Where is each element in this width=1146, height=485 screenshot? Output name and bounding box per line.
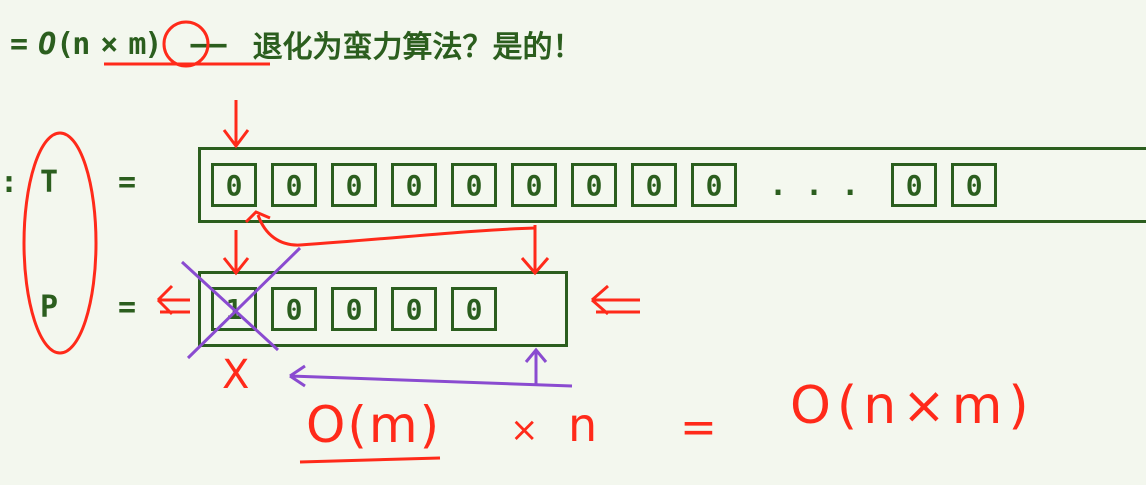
- cost-underline: [299, 456, 441, 464]
- times-circle: [162, 20, 210, 68]
- text-row-label: T: [40, 165, 59, 200]
- text-cell: 0: [271, 163, 317, 207]
- text-cell: 0: [691, 163, 737, 207]
- x-mark-label: X: [222, 352, 250, 398]
- pattern-row-eq: =: [118, 290, 137, 325]
- return-curve-icon: [244, 210, 536, 247]
- text-cell: 0: [891, 163, 938, 207]
- cost-times: ×: [510, 410, 539, 450]
- cost-right: O(n×m): [790, 376, 1035, 436]
- text-cell: 0: [631, 163, 677, 207]
- formula-o: O: [38, 26, 57, 62]
- cost-eq: =: [680, 402, 717, 453]
- pattern-array: 1 0 0 0 0: [198, 271, 568, 347]
- purple-return-arrow-icon: [289, 364, 573, 388]
- text-cell: 0: [451, 163, 497, 207]
- pattern-cell: 0: [451, 287, 497, 331]
- pattern-cell: 0: [391, 287, 437, 331]
- formula-times: ×: [100, 26, 119, 62]
- text-cell: 0: [571, 163, 617, 207]
- formula-eq: =: [10, 26, 29, 62]
- formula-line: = O ( n × m ) —— 退化为蛮力算法？是的！: [10, 22, 583, 66]
- cost-left: O(m): [306, 396, 442, 454]
- formula-question: 退化为蛮力算法？是的！: [252, 30, 583, 65]
- pattern-cell: 0: [271, 287, 317, 331]
- pattern-cell: 0: [331, 287, 377, 331]
- down-arrow-p-first-icon: [222, 230, 250, 276]
- left-arrow-right-icon: [591, 284, 640, 316]
- cross-mark-icon: [180, 246, 302, 360]
- left-arrow-p-icon: [156, 284, 190, 316]
- pattern-row-label: P: [40, 290, 59, 325]
- text-cell: 0: [951, 163, 998, 207]
- down-arrow-p-last-icon: [520, 225, 550, 276]
- text-ellipsis: ...: [769, 167, 878, 203]
- purple-up-arrow-icon: [524, 347, 548, 384]
- formula-close-paren: ): [144, 26, 163, 62]
- formula-m: m: [128, 26, 147, 62]
- text-row-eq: =: [118, 165, 137, 200]
- text-cell: 0: [331, 163, 377, 207]
- text-array: 0 0 0 0 0 0 0 0 0 ... 0 0: [198, 147, 1146, 223]
- down-arrow-top-icon: [222, 100, 250, 149]
- formula-open-paren: (: [56, 26, 75, 62]
- text-cell: 0: [211, 163, 257, 207]
- text-cell: 0: [511, 163, 557, 207]
- labels-oval: [22, 131, 98, 355]
- cost-n: n: [568, 398, 598, 452]
- formula-n: n: [72, 26, 91, 62]
- text-cell: 0: [391, 163, 437, 207]
- text-row-colon: :: [0, 165, 19, 200]
